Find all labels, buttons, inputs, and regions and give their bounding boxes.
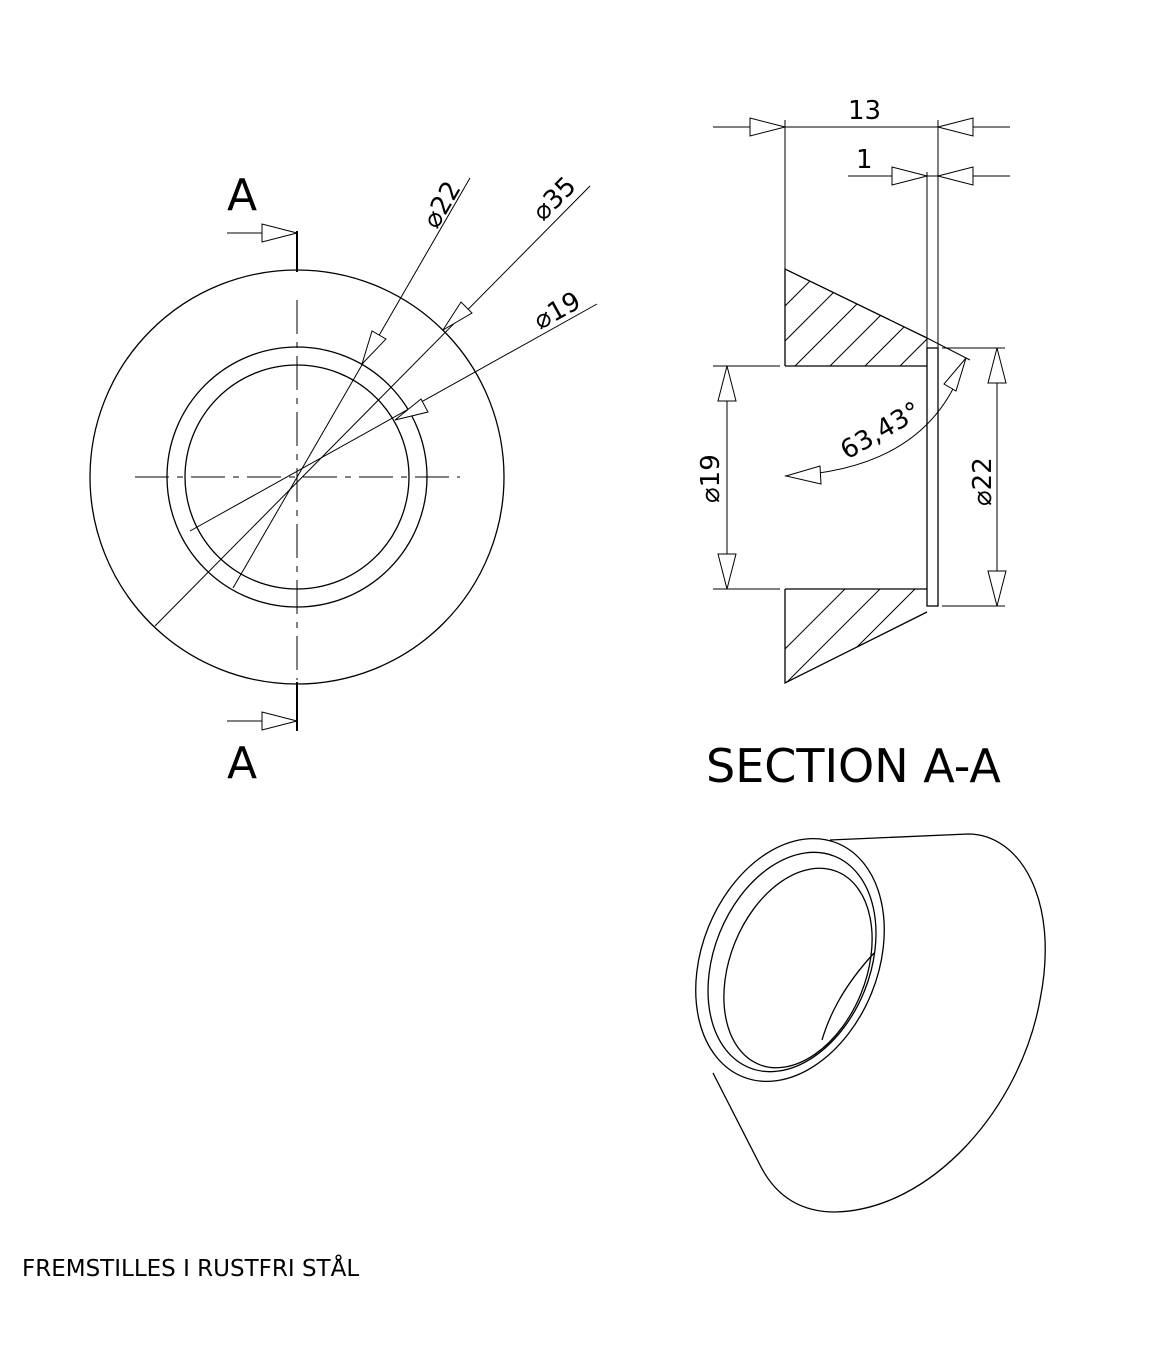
leader-dia35-arrow — [442, 301, 473, 331]
dim-label-13: 13 — [848, 96, 881, 126]
dim1-arrow-right — [937, 166, 974, 186]
dim19-arrow-top — [717, 365, 737, 402]
section-arrow-top-head — [261, 223, 298, 243]
front-view: A A ⌀22 ⌀35 ⌀19 — [89, 170, 598, 789]
leader-dia19-arrow — [394, 398, 429, 421]
dim-label-section-dia22: ⌀22 — [968, 457, 998, 506]
dim-label-dia35: ⌀35 — [527, 171, 583, 227]
section-outline-top — [784, 267, 928, 366]
hatch-bottom — [785, 589, 927, 683]
section-outline-bottom — [784, 589, 928, 685]
dim-label-section-dia19: ⌀19 — [696, 454, 726, 503]
dim-label-1: 1 — [856, 145, 873, 175]
isometric-view — [695, 833, 1046, 1213]
iso-outer-silhouette — [712, 833, 1046, 1213]
dim13-arrow-left — [749, 117, 786, 137]
section-letter-top: A — [227, 170, 257, 221]
iso-flange-inner — [707, 851, 877, 1073]
section-arrow-bottom-head — [261, 711, 298, 731]
iso-bore — [723, 867, 873, 1069]
section-letter-bottom: A — [227, 738, 257, 789]
dim-label-dia19: ⌀19 — [529, 286, 586, 336]
dim22-arrow-top — [987, 347, 1007, 384]
leader-dia22-arrow — [361, 330, 387, 365]
dim22-arrow-bottom — [987, 570, 1007, 607]
leader-dia19 — [189, 303, 598, 532]
flange-plate — [926, 347, 939, 607]
dim1-arrow-left — [891, 166, 928, 186]
iso-flange-outer — [695, 837, 885, 1083]
leader-dia22 — [232, 177, 471, 589]
leader-dia35 — [154, 185, 591, 627]
section-title: SECTION A-A — [706, 739, 1001, 793]
dim-label-dia22: ⌀22 — [417, 176, 467, 233]
iso-inner-cone-edge — [821, 952, 875, 1041]
angle-ext-line — [926, 337, 971, 361]
material-note: FREMSTILLES I RUSTFRI STÅL — [22, 1256, 360, 1282]
dim19-arrow-bottom — [717, 553, 737, 590]
dim13-arrow-right — [937, 117, 974, 137]
section-view: 13 1 ⌀19 ⌀22 63,43° SECTION A-A — [696, 96, 1010, 793]
angle-arrow-top — [943, 357, 967, 392]
angle-arrow-bottom — [784, 465, 822, 485]
